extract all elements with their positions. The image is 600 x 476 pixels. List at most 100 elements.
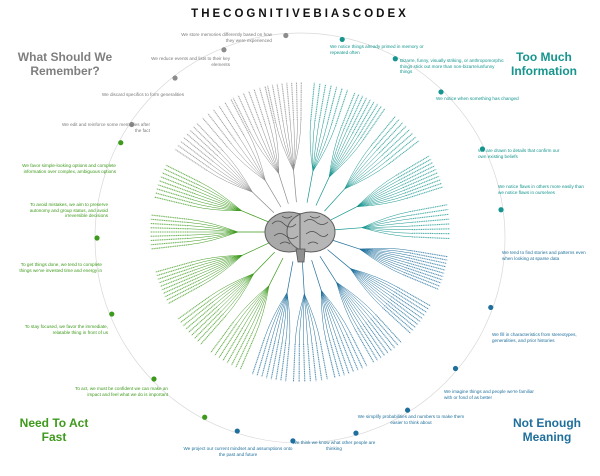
- bias-label-mark: [408, 257, 447, 268]
- bias-label-mark: [398, 161, 434, 181]
- branch-curve: [309, 120, 314, 172]
- branch-stem: [241, 210, 269, 223]
- bias-label-mark: [407, 262, 445, 274]
- branch-curve: [188, 231, 239, 236]
- branch-curve: [198, 255, 243, 281]
- branch-curve: [195, 190, 242, 212]
- bias-label-mark: [402, 172, 439, 189]
- bias-label-mark: [150, 237, 189, 242]
- category-caption: We discard specifics to form generalitie…: [101, 92, 184, 97]
- branch-stem: [293, 170, 297, 203]
- branch-curve: [359, 248, 407, 268]
- branch-curve: [359, 248, 408, 266]
- bias-label-mark: [322, 85, 332, 123]
- branch-stem: [253, 251, 275, 274]
- bias-label-mark: [411, 218, 450, 223]
- bias-label-mark: [154, 196, 192, 207]
- branch-curve: [359, 247, 411, 251]
- bias-label-mark: [230, 331, 250, 366]
- branch-curve: [344, 145, 372, 190]
- bias-label-mark: [150, 214, 189, 220]
- bias-label-mark: [326, 86, 338, 124]
- branch-curve: [344, 147, 375, 190]
- bias-label-mark: [408, 259, 446, 271]
- branch-curve: [312, 122, 324, 172]
- branch-curve: [235, 140, 266, 181]
- bias-label-mark: [395, 289, 429, 310]
- brain-right-hemisphere: [286, 211, 336, 253]
- branch-curve: [361, 227, 412, 234]
- category-caption: To stay focused, we favor the immediate,…: [24, 324, 108, 335]
- bias-label-mark: [212, 109, 236, 141]
- bias-label-mark: [376, 122, 404, 151]
- bias-label-mark: [346, 333, 364, 369]
- bias-label-mark: [330, 87, 343, 125]
- branch-curve: [192, 254, 243, 263]
- branch-curve: [350, 268, 390, 300]
- bias-label-mark: [370, 115, 396, 146]
- bias-label-mark: [218, 105, 240, 139]
- branch-curve: [286, 292, 291, 344]
- branch-curve: [312, 124, 332, 172]
- branch-curve: [350, 268, 392, 297]
- branch-stem: [319, 256, 337, 283]
- bias-label-mark: [270, 341, 280, 380]
- category-dot: [172, 75, 178, 81]
- bias-label-mark: [158, 180, 195, 195]
- branch-curve: [344, 155, 382, 190]
- category-dot: [109, 311, 115, 317]
- bias-branches: [150, 82, 450, 383]
- branch-curve: [356, 184, 402, 208]
- bias-label-mark: [155, 192, 193, 204]
- branch-curve: [217, 155, 253, 193]
- bias-label-mark: [156, 188, 193, 201]
- quadrant-label-act-fast: Need To Act Fast: [19, 416, 89, 444]
- bias-label-mark: [281, 83, 288, 121]
- branch-curve: [299, 293, 305, 344]
- branch-stem: [265, 180, 282, 208]
- bias-label-mark: [400, 165, 435, 184]
- bias-label-mark: [335, 89, 349, 126]
- bias-label-mark: [150, 240, 189, 246]
- category-dot: [479, 146, 486, 152]
- branch-curve: [361, 222, 412, 228]
- category-caption: We imagine things and people we're famil…: [444, 389, 534, 400]
- bias-label-mark: [156, 264, 194, 277]
- branch-stem: [278, 173, 289, 204]
- bias-label-mark: [405, 267, 443, 281]
- branch-curve: [349, 268, 389, 302]
- branch-curve: [356, 192, 406, 208]
- category-caption: We tend to find stories and patterns eve…: [502, 250, 586, 261]
- branch-curve: [359, 248, 410, 256]
- bias-label-mark: [329, 339, 341, 377]
- branch-curve: [199, 181, 242, 211]
- bias-label-mark: [158, 269, 195, 284]
- branch-curve: [220, 273, 255, 312]
- bias-label-mark: [318, 84, 327, 122]
- bias-label-mark: [411, 213, 450, 220]
- category-caption: Bizarre, funny, visually striking, or an…: [400, 58, 504, 75]
- branch-curve: [274, 292, 288, 342]
- branch-curve: [194, 193, 242, 212]
- category-dot: [498, 207, 504, 213]
- branch-curve: [356, 195, 407, 208]
- branch-curve: [206, 169, 253, 193]
- branch-curve: [188, 222, 239, 233]
- bias-label-mark: [349, 97, 368, 132]
- branch-curve: [328, 130, 348, 178]
- bias-label-mark: [253, 89, 267, 126]
- bias-label-mark: [174, 148, 207, 171]
- bias-label-mark: [401, 168, 437, 186]
- branch-curve: [193, 254, 243, 268]
- branch-curve: [236, 285, 270, 325]
- branch-curve: [195, 254, 243, 273]
- branch-curve: [239, 137, 266, 181]
- bias-label-mark: [202, 117, 228, 148]
- bias-label-mark: [397, 286, 431, 307]
- category-dot: [290, 438, 296, 444]
- branch-curve: [312, 123, 328, 172]
- bias-label-mark: [409, 254, 447, 264]
- bias-label-mark: [186, 133, 216, 160]
- branch-curve: [248, 132, 266, 181]
- branch-stem: [324, 188, 345, 212]
